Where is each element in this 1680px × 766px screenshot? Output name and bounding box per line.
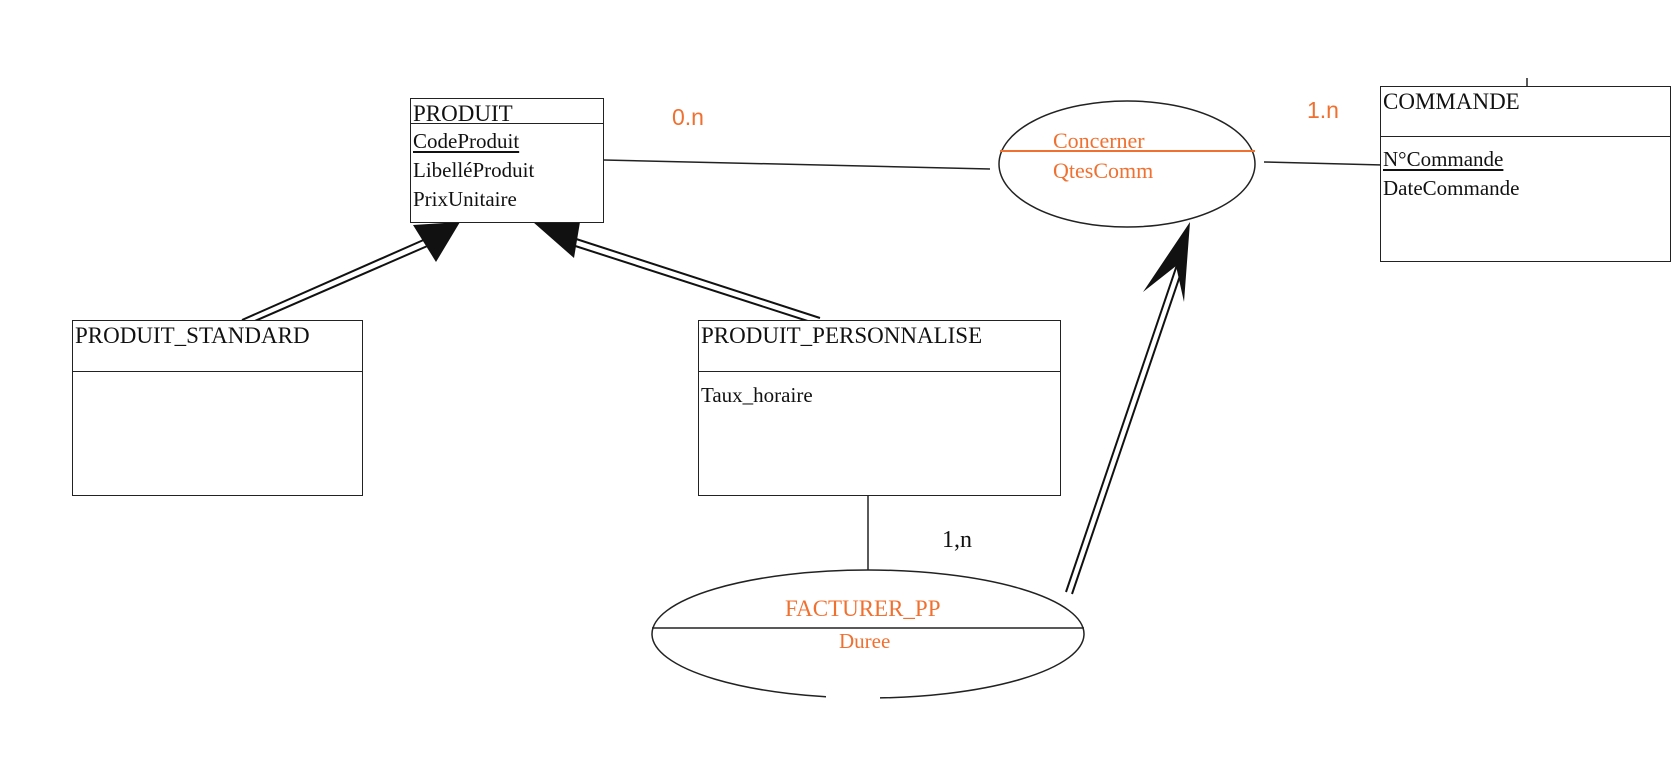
association-facturer-pp-attribute: Duree (839, 629, 891, 653)
entity-produit-personnalise-title: PRODUIT_PERSONNALISE (701, 323, 983, 348)
association-facturer-pp[interactable] (651, 569, 1085, 702)
entity-commande[interactable]: COMMANDE N°Commande DateCommande (1380, 86, 1671, 262)
cardinality-commande-concerner: 1.n (1307, 97, 1339, 123)
association-facturer-pp-name: FACTURER_PP (785, 596, 941, 621)
entity-produit-title: PRODUIT (413, 101, 513, 126)
entity-commande-attributes: N°Commande DateCommande (1383, 145, 1519, 203)
attribute-codeproduit: CodeProduit (413, 129, 520, 153)
entity-produit-attributes: CodeProduit LibelléProduit PrixUnitaire (413, 127, 534, 214)
entity-produit-standard[interactable]: PRODUIT_STANDARD (72, 320, 363, 496)
attribute-prixunitaire: PrixUnitaire (413, 187, 517, 211)
association-concerner[interactable] (998, 100, 1256, 228)
attribute-datecommande: DateCommande (1383, 176, 1520, 200)
entity-commande-title: COMMANDE (1383, 89, 1520, 114)
link-produit-concerner (603, 159, 991, 170)
association-concerner-attribute: QtesComm (1053, 158, 1154, 183)
inheritance-arrow-standard (241, 222, 460, 325)
link-concerner-commande (1263, 161, 1384, 166)
association-concerner-name: Concerner (1053, 128, 1145, 153)
attribute-taux-horaire: Taux_horaire (701, 383, 813, 407)
entity-produit-personnalise-attributes: Taux_horaire (701, 381, 813, 410)
entity-produit-standard-title: PRODUIT_STANDARD (75, 323, 310, 348)
attribute-ncommande: N°Commande (1383, 147, 1504, 171)
cardinality-personnalise-facturer: 1,n (942, 527, 972, 553)
inheritance-arrow-personnalise (533, 222, 821, 325)
entity-produit-personnalise[interactable]: PRODUIT_PERSONNALISE Taux_horaire (698, 320, 1061, 496)
attribute-libelleproduit: LibelléProduit (413, 158, 535, 182)
cardinality-produit-concerner: 0.n (672, 104, 704, 130)
association-arrow-facturer-concerner (1065, 222, 1190, 595)
entity-produit[interactable]: PRODUIT CodeProduit LibelléProduit PrixU… (410, 98, 604, 223)
